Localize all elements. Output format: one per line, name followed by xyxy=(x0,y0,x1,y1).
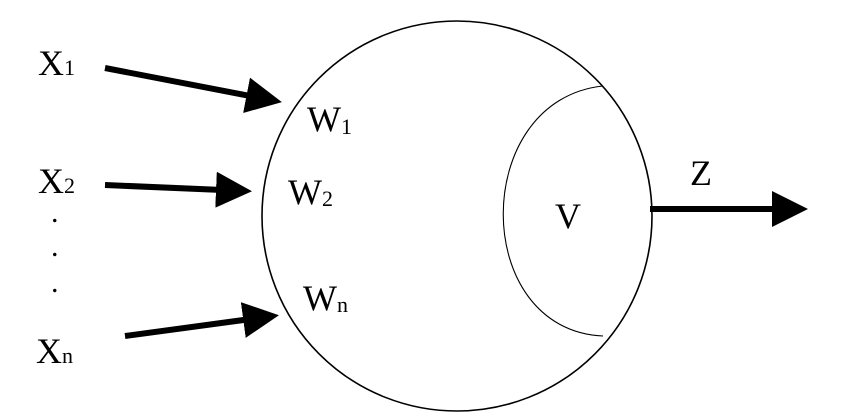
weight-label-n: Wn xyxy=(303,278,348,318)
potential-label: V xyxy=(555,196,581,236)
input-label-2: X2 xyxy=(38,161,75,201)
potential-arc xyxy=(502,85,604,337)
ellipsis-dot-3: . xyxy=(51,266,59,299)
input-arrow-1 xyxy=(104,65,282,113)
input-label-1: X1 xyxy=(38,43,75,83)
output-label: Z xyxy=(690,153,712,193)
ellipsis-dot-1: . xyxy=(51,196,59,229)
neuron-body xyxy=(261,20,653,412)
ellipsis-dot-2: . xyxy=(51,230,59,263)
input-arrow-n xyxy=(124,302,279,339)
weight-label-2: W2 xyxy=(288,172,333,212)
input-arrow-2 xyxy=(104,171,252,208)
weight-label-1: W1 xyxy=(307,99,352,139)
input-label-n: Xn xyxy=(36,331,73,371)
